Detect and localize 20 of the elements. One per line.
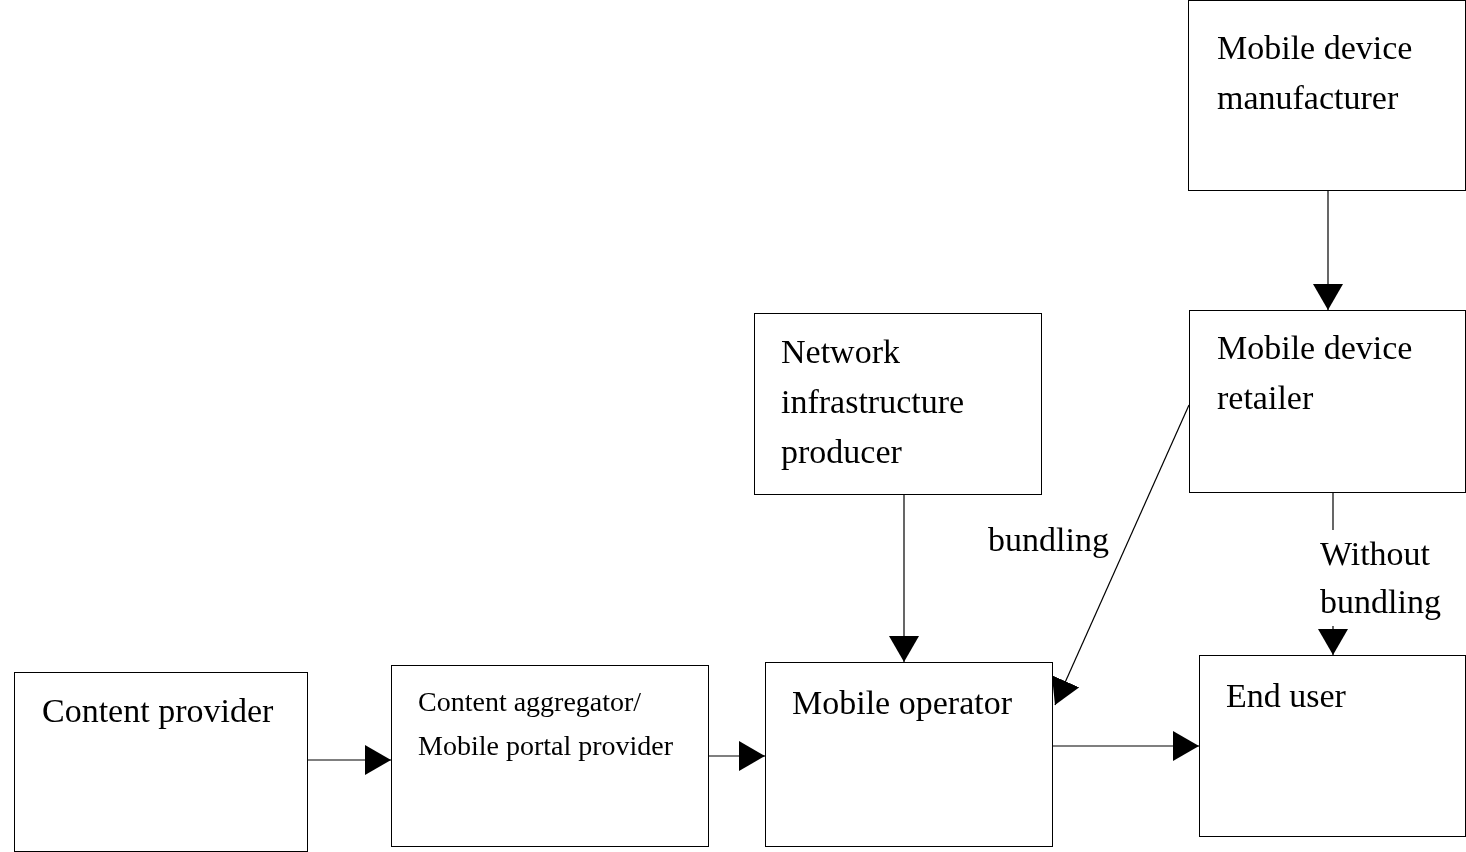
arrow [1313,190,1343,311]
box-label: End user [1226,676,1347,716]
arrow [1052,731,1200,761]
box-label: Content provider [42,691,275,731]
process-box [754,313,1042,495]
arrow [889,494,919,663]
box-label: Mobile operator [792,683,1013,723]
box-label: Content aggregator/ Mobile portal provider [418,685,675,763]
process-box [1188,0,1466,191]
box-label: Mobile device manufacturer [1217,28,1414,118]
arrow [708,741,766,771]
box-label: Network infrastructure producer [781,332,966,472]
process-box [391,665,709,847]
process-box [1189,310,1466,493]
arrow [307,745,392,775]
arrow [1051,404,1190,706]
box-label: Mobile device retailer [1217,328,1414,418]
process-box [14,672,308,852]
process-box [765,662,1053,847]
process-box [1199,655,1466,837]
